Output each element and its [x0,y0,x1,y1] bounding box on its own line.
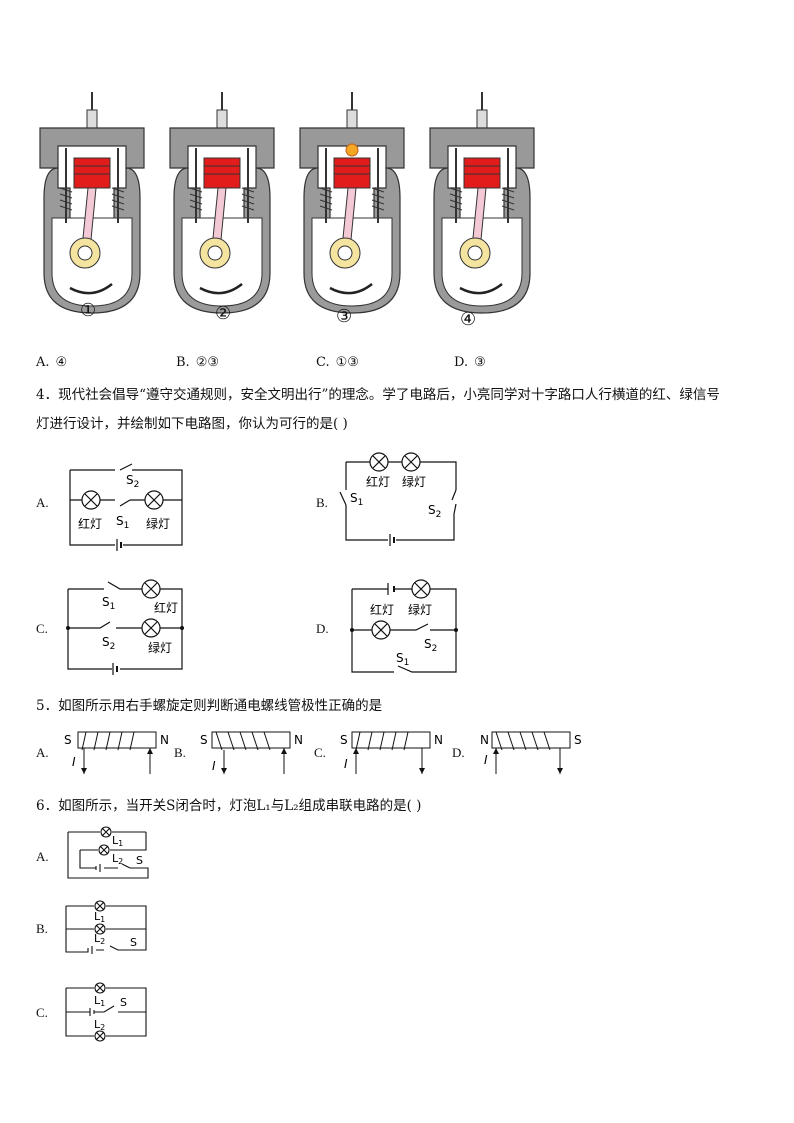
svg-text:L2: L2 [112,852,123,866]
svg-text:S2: S2 [102,635,115,652]
svg-text:I: I [72,755,76,769]
q6-option-b[interactable]: B. [36,921,48,936]
svg-text:I: I [212,759,216,773]
svg-text:L1: L1 [94,994,105,1008]
svg-text:S: S [64,733,72,747]
engine-strokes-figure [38,90,536,315]
svg-text:L2: L2 [94,1018,105,1032]
engine-label-3: ③ [336,306,353,327]
engine-label-4: ④ [460,309,477,330]
svg-text:S: S [574,733,582,747]
q4-option-a[interactable]: A. [36,495,49,510]
q5-solenoid-d: N S I [480,731,582,774]
svg-text:红灯: 红灯 [366,474,390,489]
svg-text:S2: S2 [424,637,437,654]
q4-stem-line2: 灯进行设计，并绘制如下电路图，你认为可行的是( ) [36,416,348,432]
svg-text:S1: S1 [116,514,129,531]
svg-text:S2: S2 [126,473,139,490]
svg-text:红灯: 红灯 [370,602,394,617]
q5-option-d[interactable]: D. [452,745,465,760]
q4-option-d[interactable]: D. [316,621,329,636]
q5-solenoid-b: S N I [200,731,303,774]
q4-option-b[interactable]: B. [316,495,328,510]
svg-text:绿灯: 绿灯 [402,474,426,489]
q5-stem: 5．如图所示用右手螺旋定则判断通电螺线管极性正确的是 [36,698,383,714]
svg-text:N: N [434,733,443,747]
svg-text:绿灯: 绿灯 [146,516,170,531]
q4-circuit-c: S1 红灯 S2 绿灯 [66,579,184,675]
svg-text:S: S [136,854,143,867]
svg-text:L1: L1 [112,834,123,848]
svg-text:I: I [484,753,488,767]
svg-text:N: N [480,733,489,747]
svg-text:红灯: 红灯 [154,600,178,615]
svg-text:L2: L2 [94,932,105,946]
engine-label-1: ① [80,300,97,321]
q3-option-c[interactable]: C.①③ [316,355,359,370]
q5-option-a[interactable]: A. [36,745,49,760]
svg-text:S: S [340,733,348,747]
q4-stem-line1: 4．现代社会倡导“遵守交通规则，安全文明出行”的理念。学了电路后，小亮同学对十字… [36,387,720,403]
q6-option-c[interactable]: C. [36,1005,48,1020]
engine-label-2: ② [215,303,232,324]
q4-circuit-a: S2 S1 红灯 绿灯 [69,463,183,551]
svg-text:I: I [344,757,348,771]
svg-text:N: N [294,733,303,747]
svg-text:S: S [130,936,137,949]
q5-option-c[interactable]: C. [314,745,326,760]
svg-text:红灯: 红灯 [78,516,102,531]
svg-text:N: N [160,733,169,747]
q3-option-d[interactable]: D.③ [454,355,486,370]
svg-text:L1: L1 [94,910,105,924]
svg-text:S1: S1 [396,651,409,668]
q3-option-a[interactable]: A.④ [36,355,68,370]
svg-text:绿灯: 绿灯 [408,602,432,617]
q5-solenoid-c: S N I [340,731,443,774]
q6-stem: 6．如图所示，当开关S闭合时，灯泡L₁与L₂组成串联电路的是( ) [36,798,422,814]
svg-text:S1: S1 [102,595,115,612]
q4-circuit-b: 红灯 绿灯 S1 S2 [339,452,457,546]
q3-option-b[interactable]: B.②③ [176,355,219,370]
q6-circuit-a: L1 L2 S [67,826,149,879]
q5-solenoid-a: S N I [64,731,169,774]
q4-circuit-d: 红灯 绿灯 S2 S1 [350,579,458,673]
svg-text:S2: S2 [428,503,441,520]
svg-text:绿灯: 绿灯 [148,640,172,655]
svg-text:S: S [200,733,208,747]
q5-option-b[interactable]: B. [174,745,186,760]
q6-circuit-b: L1 L2 S [65,900,147,954]
q6-option-a[interactable]: A. [36,849,49,864]
q4-option-c[interactable]: C. [36,621,48,636]
q6-circuit-c: L1 L2 S [65,982,147,1042]
svg-text:S: S [120,996,127,1009]
svg-text:S1: S1 [350,491,363,508]
